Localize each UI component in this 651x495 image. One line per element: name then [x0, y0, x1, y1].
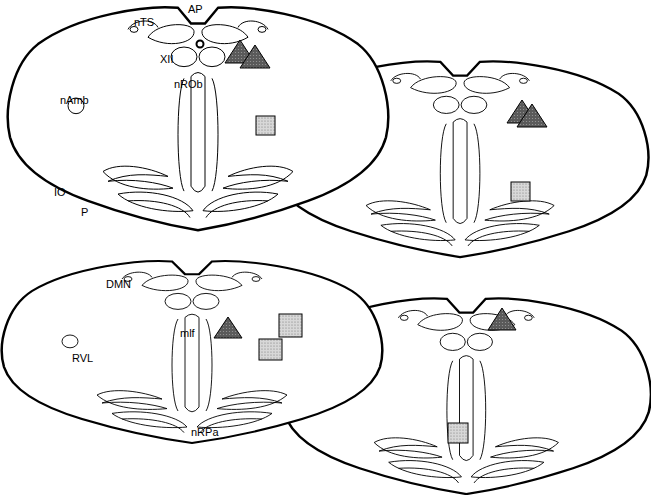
injection-triangle: [214, 317, 242, 338]
injection-triangle: [488, 308, 516, 330]
structure-label: nAmb: [60, 94, 89, 106]
structure-label: nROb: [174, 78, 203, 90]
structure-label: XII: [160, 53, 173, 65]
structure-label: nTS: [134, 16, 154, 28]
section-outline: [8, 7, 388, 230]
recording-square: [256, 116, 275, 135]
recording-square: [279, 314, 302, 337]
marker-circle: [197, 41, 204, 48]
structure-label: RVL: [72, 352, 93, 364]
injection-triangle: [517, 104, 547, 127]
recording-square: [259, 339, 282, 360]
injection-triangle: [240, 45, 270, 68]
structure-label: DMN: [106, 278, 131, 290]
recording-square: [511, 182, 530, 201]
section-outline: [2, 261, 382, 443]
structure-label: nRPa: [191, 426, 219, 438]
structure-label: IO: [54, 186, 66, 198]
structure-label: mlf: [180, 327, 195, 339]
structure-label: P: [81, 206, 88, 218]
structure-label: AP: [188, 3, 203, 15]
recording-square: [448, 423, 468, 443]
